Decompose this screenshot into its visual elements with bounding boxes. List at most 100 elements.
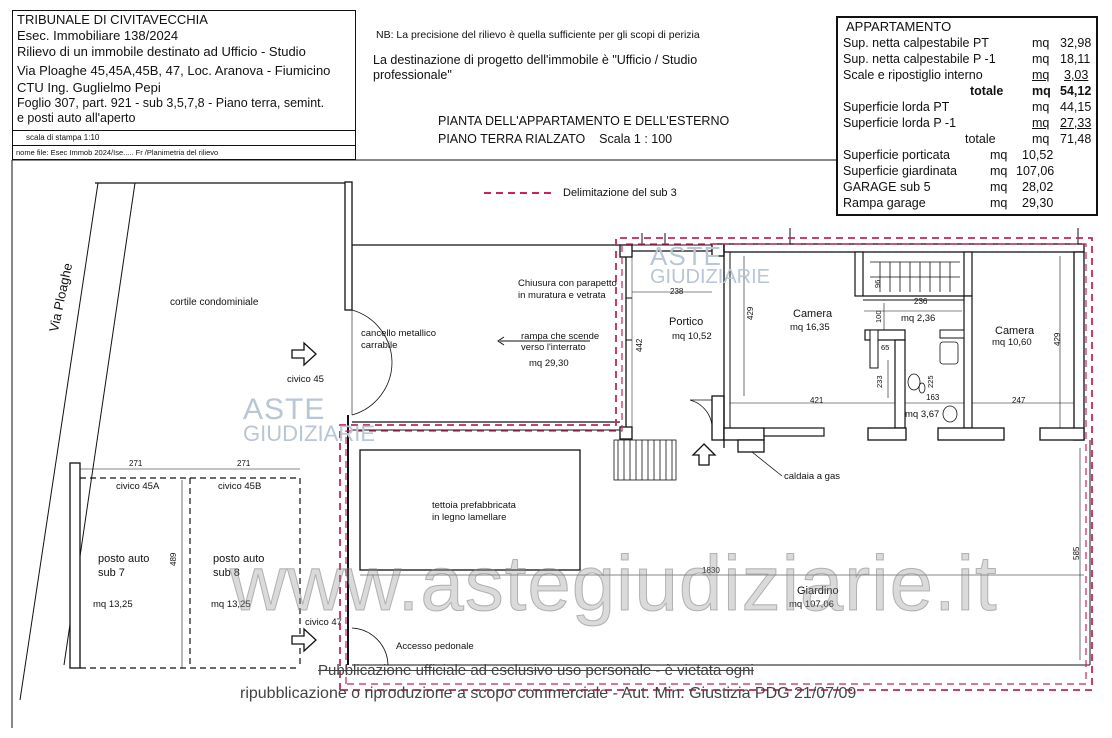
ped-gate-arc — [351, 627, 389, 666]
ramp-area: mq 29,30 — [529, 358, 569, 369]
wall-segment — [867, 427, 907, 441]
summary-box — [836, 16, 1098, 216]
watermark-logo: ASTE GIUDIZIARIE — [243, 393, 376, 446]
bidet — [907, 373, 921, 391]
wall-segment — [763, 427, 825, 437]
entrance-arrow — [291, 341, 317, 367]
summary-title: APPARTAMENTO — [846, 19, 952, 34]
header-box — [12, 10, 356, 160]
door-arc — [689, 399, 713, 426]
fixture — [918, 382, 926, 394]
dimension-label: 1830 — [702, 566, 720, 575]
dimension-label: 233 — [875, 375, 884, 388]
gate-label: cancello metallico — [361, 328, 436, 339]
portico-label: Portico — [669, 316, 704, 328]
stair-area: mq 2,36 — [901, 313, 936, 324]
entrance-arrow — [691, 443, 717, 466]
internal-wall — [869, 329, 879, 369]
parking-8-label: posto auto — [213, 553, 265, 565]
parking-7-area: mq 13,25 — [93, 599, 133, 610]
courtyard-label: cortile condominiale — [170, 297, 259, 308]
parking-wall — [69, 462, 81, 669]
house-top-wall — [723, 243, 1085, 253]
plan-subtitle: PIANO TERRA RIALZATO Scala 1 : 100 — [438, 132, 673, 146]
civico-45b-label: civico 45B — [218, 481, 262, 492]
footer-line-2: ripubblicazione o riproduzione a scopo c… — [240, 685, 857, 702]
canopy-label-2: in legno lamellare — [432, 512, 507, 523]
dimension-label: 429 — [1053, 332, 1062, 346]
dimension-label: 247 — [1012, 396, 1026, 405]
dimension-label: 489 — [169, 552, 178, 566]
footer-line-1: Pubblicazione ufficiale ad esclusivo uso… — [318, 662, 754, 679]
internal-wall — [854, 251, 864, 297]
parking-8-sub: sub 8 — [213, 567, 240, 579]
camera-2-label: Camera — [995, 325, 1035, 337]
dimension-label: 96 — [873, 279, 882, 288]
print-scale: scala di stampa 1:10 — [26, 133, 100, 142]
bathroom-area: mq 3,67 — [905, 409, 940, 420]
street-edge — [19, 182, 99, 701]
dimension-label: 236 — [914, 297, 928, 306]
plan-title: PIANTA DELL'APPARTAMENTO E DELL'ESTERNO — [438, 114, 730, 128]
ramp-arrow-head — [497, 336, 505, 346]
header-divider — [12, 130, 356, 131]
boiler-label: caldaia a gas — [784, 471, 840, 482]
dimension-label: 585 — [1072, 546, 1081, 560]
ramp-label: rampa che scende — [521, 331, 600, 342]
entrance-arrow — [291, 627, 317, 653]
header-divider-2 — [12, 145, 356, 146]
civico-45-label: civico 45 — [287, 374, 324, 385]
canopy-outline — [359, 449, 581, 571]
legend-label: Delimitazione del sub 3 — [563, 187, 677, 199]
parking-8-area: mq 13,25 — [211, 599, 251, 610]
internal-wall — [894, 339, 906, 429]
portico-area: mq 10,52 — [672, 331, 712, 342]
watermark-logo: ASTE GIUDIZIARIE — [650, 241, 771, 288]
file-name: nome file: Esec Immob 2024/Ise..... Fr /… — [16, 148, 219, 157]
civico-47-label: civico 47 — [305, 617, 342, 628]
cadastral-data: Foglio 307, part. 921 - sub 3,5,7,8 - Pi… — [17, 96, 325, 110]
garden-label: Giardino — [797, 585, 839, 597]
boiler-leader — [751, 451, 783, 477]
dimension-label: 163 — [926, 393, 940, 402]
sub3-boundary — [339, 237, 1093, 691]
garden-area: mq 107,06 — [789, 599, 834, 610]
address: Via Ploaghe 45,45A,45B, 47, Loc. Aranova… — [17, 63, 331, 78]
watermark-url: www.astegiudiziarie.it — [230, 539, 998, 628]
wall-segment — [344, 181, 353, 311]
wall-segment — [1039, 427, 1085, 441]
ctu-name: CTU Ing. Guglielmo Pepi — [17, 80, 161, 95]
canopy-label: tettoia prefabbricata — [432, 500, 516, 511]
internal-wall — [963, 251, 973, 297]
dimension-label: 421 — [810, 396, 824, 405]
camera-1-label: Camera — [793, 308, 833, 320]
wall-segment — [737, 439, 765, 453]
cadastral-data-2: e posti auto all'aperto — [17, 111, 136, 125]
dimension-label: 271 — [129, 459, 143, 468]
gate-label-2: carrabile — [361, 340, 398, 351]
gate-arc — [351, 361, 393, 416]
dimension-label: 442 — [635, 338, 644, 352]
pedestrian-access-label: Accesso pedonale — [396, 641, 474, 652]
dimension-label: 271 — [237, 459, 251, 468]
sink — [939, 341, 959, 365]
camera-2-area: mq 10,60 — [992, 337, 1032, 348]
pillar — [711, 395, 725, 441]
destination-note-2: professionale" — [373, 68, 452, 82]
parapet-label: Chiusura con parapetto — [518, 278, 617, 289]
civico-45a-label: civico 45A — [116, 481, 160, 492]
destination-note: La destinazione di progetto dell'immobil… — [373, 53, 698, 67]
dimension-label: 429 — [746, 306, 755, 320]
camera-1-area: mq 16,35 — [790, 322, 830, 333]
dimension-label: 238 — [670, 287, 684, 296]
stair-treads — [870, 261, 960, 292]
wall-segment — [723, 427, 765, 441]
gate-arc — [351, 309, 393, 363]
precision-note: NB: La precisione del rilievo è quella s… — [376, 29, 700, 41]
parking-7-label: posto auto — [98, 553, 150, 565]
toilet — [942, 405, 958, 423]
internal-wall — [864, 329, 906, 341]
internal-wall — [939, 329, 965, 339]
court-title: TRIBUNALE DI CIVITAVECCHIA — [17, 12, 208, 27]
